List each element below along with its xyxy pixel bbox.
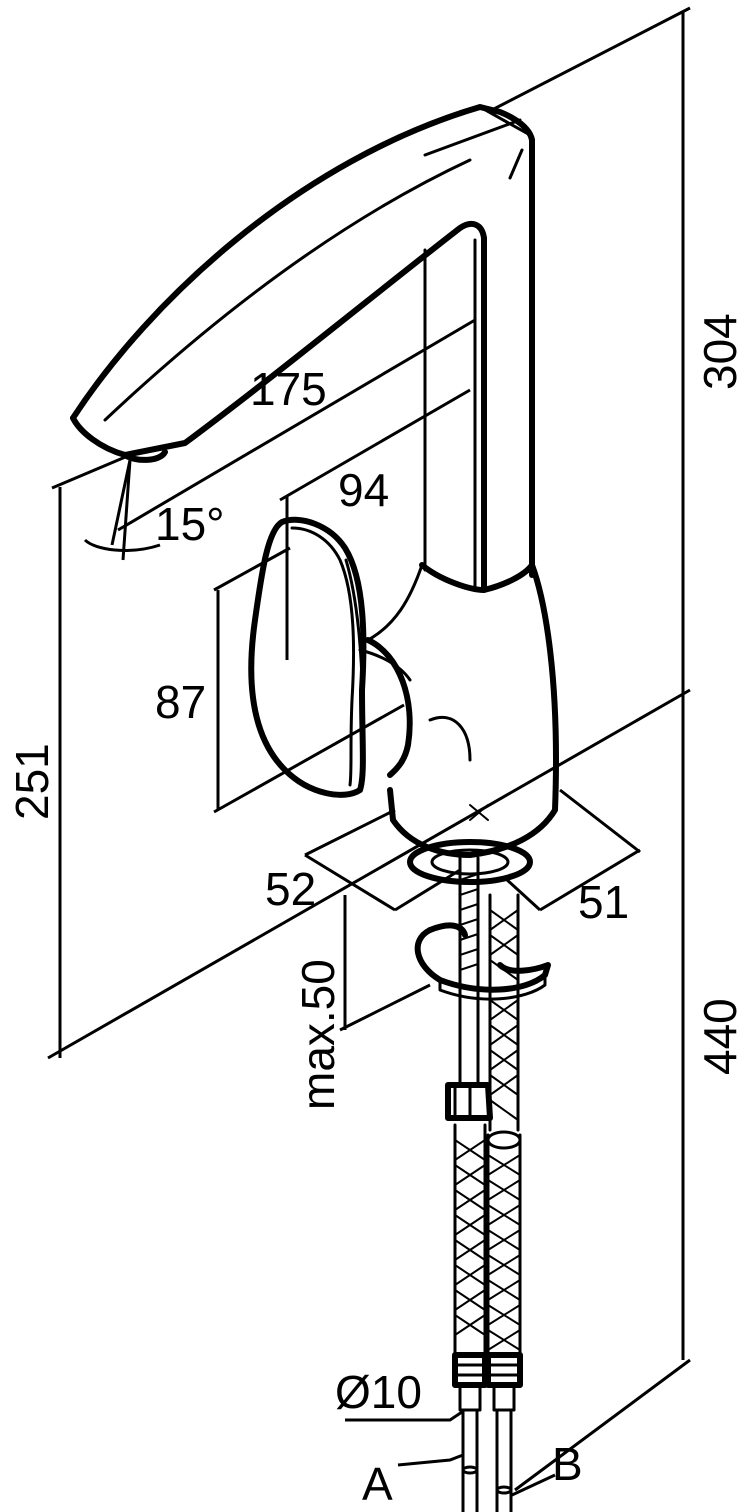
label-hose-length: 440 [694, 998, 745, 1075]
label-body-reach: 94 [338, 464, 389, 516]
label-handle-height: 87 [155, 676, 206, 728]
lever-handle [248, 516, 367, 798]
label-overall-height: 304 [694, 313, 745, 390]
label-spout-reach: 175 [250, 363, 327, 415]
label-base-depth: 52 [265, 863, 316, 915]
label-spout-angle: 15° [155, 498, 225, 550]
label-base-width: 51 [578, 876, 629, 928]
label-max-counter-thickness: max.50 [292, 959, 344, 1110]
label-spout-height: 251 [6, 743, 58, 820]
label-hose-b: B [552, 1438, 583, 1490]
label-hose-diameter: Ø10 [335, 1366, 422, 1418]
label-hose-a: A [362, 1458, 393, 1510]
supply-hoses [452, 1123, 523, 1512]
dimension-lines [47, 6, 691, 1497]
mounting-hardware [407, 839, 551, 1132]
dimension-labels: 175 94 15° 87 251 304 440 52 51 max.50 Ø… [6, 313, 745, 1510]
